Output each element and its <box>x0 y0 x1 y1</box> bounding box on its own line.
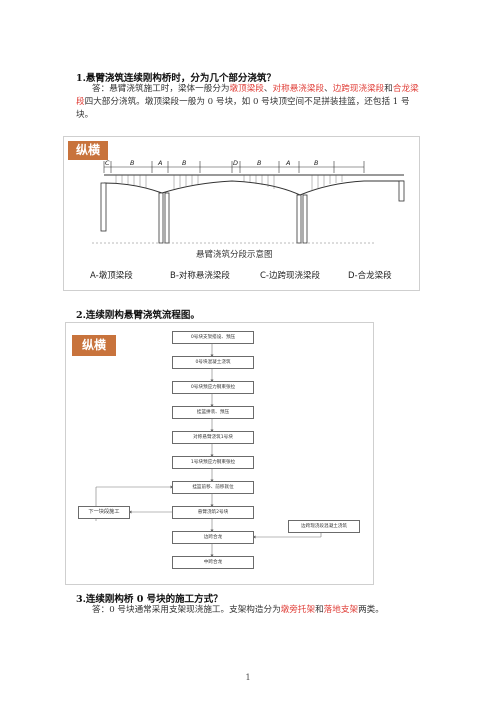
segment-label: B <box>257 159 262 167</box>
bridge-diagram: C B A B D B A B 悬臂浇筑分段示意图 A-墩顶梁段 B-对称悬浇梁… <box>90 159 405 281</box>
next-segment-box: 下一块段施工 <box>78 506 130 519</box>
legend-item: B-对称悬浇梁段 <box>170 270 230 281</box>
term-symmetric-segment: 对称悬浇梁段 <box>272 84 325 94</box>
segment-label: A <box>157 159 162 167</box>
term-side-span-segment: 边跨现浇梁段 <box>332 84 385 94</box>
answer-3: 答：0 号块通常采用支架现浇施工。支架构造分为墩旁托架和落地支架两类。 <box>92 605 384 615</box>
answer-1: 答：悬臂浇筑施工时，梁体一般分为墩顶梁段、对称悬浇梁段、边跨现浇梁段和合龙梁段四… <box>76 84 419 120</box>
logo-badge: 纵横 <box>68 141 108 160</box>
flow-step: 0号块预应力钢束张拉 <box>172 381 254 394</box>
segment-label: C <box>105 159 110 167</box>
side-span-cast-box: 边跨现浇段混凝土浇筑 <box>288 520 360 533</box>
flow-step: 挂篮拼装、预压 <box>172 406 254 419</box>
segment-label: B <box>130 159 135 167</box>
flow-step: 悬臂浇筑2号块 <box>172 506 254 519</box>
question-2-title: 2.连续刚构悬臂浇筑流程图。 <box>76 310 200 321</box>
segment-label: A <box>285 159 290 167</box>
term-pier-bracket: 墩旁托架 <box>280 605 316 615</box>
flowchart-connectors <box>95 343 322 558</box>
flow-step: 0号块支架搭设、预压 <box>172 331 254 344</box>
flow-step: 挂篮前移、前移就位 <box>172 481 254 494</box>
segment-label: D <box>233 159 238 167</box>
logo-badge: 纵横 <box>72 335 116 356</box>
diagram-caption: 悬臂浇筑分段示意图 <box>196 249 273 260</box>
question-1-title: 1.悬臂浇筑连续刚构桥时，分为几个部分浇筑？ <box>76 73 276 84</box>
term-ground-support: 落地支架 <box>323 605 359 615</box>
flow-step: 中跨合龙 <box>172 556 254 569</box>
question-3-title: 3.连续刚构桥 0 号块的施工方式？ <box>76 594 223 605</box>
flow-step: 0号块混凝土浇筑 <box>172 356 254 369</box>
flow-step: 边跨合龙 <box>172 531 254 544</box>
term-pier-top-segment: 墩顶梁段 <box>229 84 264 94</box>
flow-step: 1号块预应力钢束张拉 <box>172 456 254 469</box>
term-closure-segment: 合龙梁段 <box>76 84 419 107</box>
flowchart-figure: 纵横 0号块支架搭设、预压 0号块混凝土浇筑 0号块预应力钢束张拉 <box>65 322 374 585</box>
legend-item: D-合龙梁段 <box>348 270 392 281</box>
page-number: 1 <box>245 673 251 682</box>
legend-item: A-墩顶梁段 <box>90 270 133 281</box>
flow-step: 对称悬臂浇筑1号块 <box>172 431 254 444</box>
segment-label: B <box>314 159 319 167</box>
segment-label: B <box>182 159 187 167</box>
legend-item: C-边跨现浇梁段 <box>260 270 321 281</box>
segment-diagram-figure: 纵横 <box>63 136 420 291</box>
